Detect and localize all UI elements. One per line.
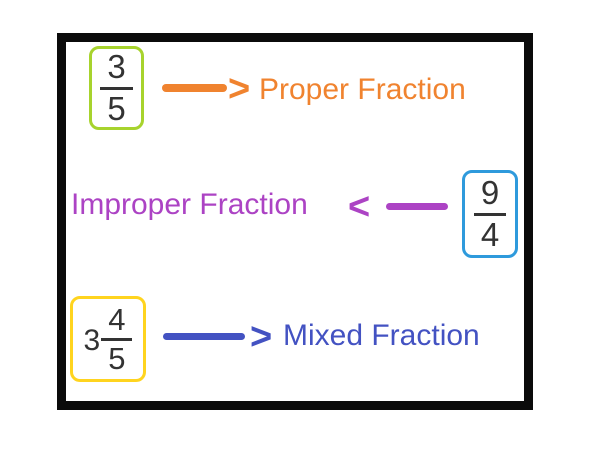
fraction-four-fifths: 4 5 [101, 302, 133, 376]
arrow-line-right-icon [163, 333, 245, 340]
numerator: 4 [101, 302, 133, 341]
arrow-line-right-icon [162, 84, 227, 92]
mixed-fraction-label: Mixed Fraction [283, 319, 480, 352]
denominator: 4 [480, 216, 500, 253]
proper-fraction-label: Proper Fraction [259, 73, 466, 106]
whole-number: 3 [83, 324, 101, 357]
proper-fraction-card: 3 5 [89, 46, 144, 130]
numerator: 3 [100, 49, 133, 90]
improper-fraction-label: Improper Fraction [71, 188, 308, 221]
denominator: 5 [108, 341, 126, 376]
improper-fraction-card: 9 4 [462, 170, 518, 258]
arrow-head-left-icon: < [348, 186, 371, 228]
fraction-nine-fourths: 9 4 [473, 175, 507, 253]
mixed-fraction-card: 3 4 5 [70, 296, 146, 382]
fraction-three-fifths: 3 5 [100, 49, 133, 127]
arrow-head-right-icon: > [250, 316, 273, 358]
arrow-head-right-icon: > [228, 68, 251, 110]
mixed-number-three-and-four-fifths: 3 4 5 [83, 302, 133, 376]
numerator: 9 [473, 175, 507, 216]
arrow-line-left-icon [386, 203, 448, 210]
denominator: 5 [107, 90, 126, 127]
